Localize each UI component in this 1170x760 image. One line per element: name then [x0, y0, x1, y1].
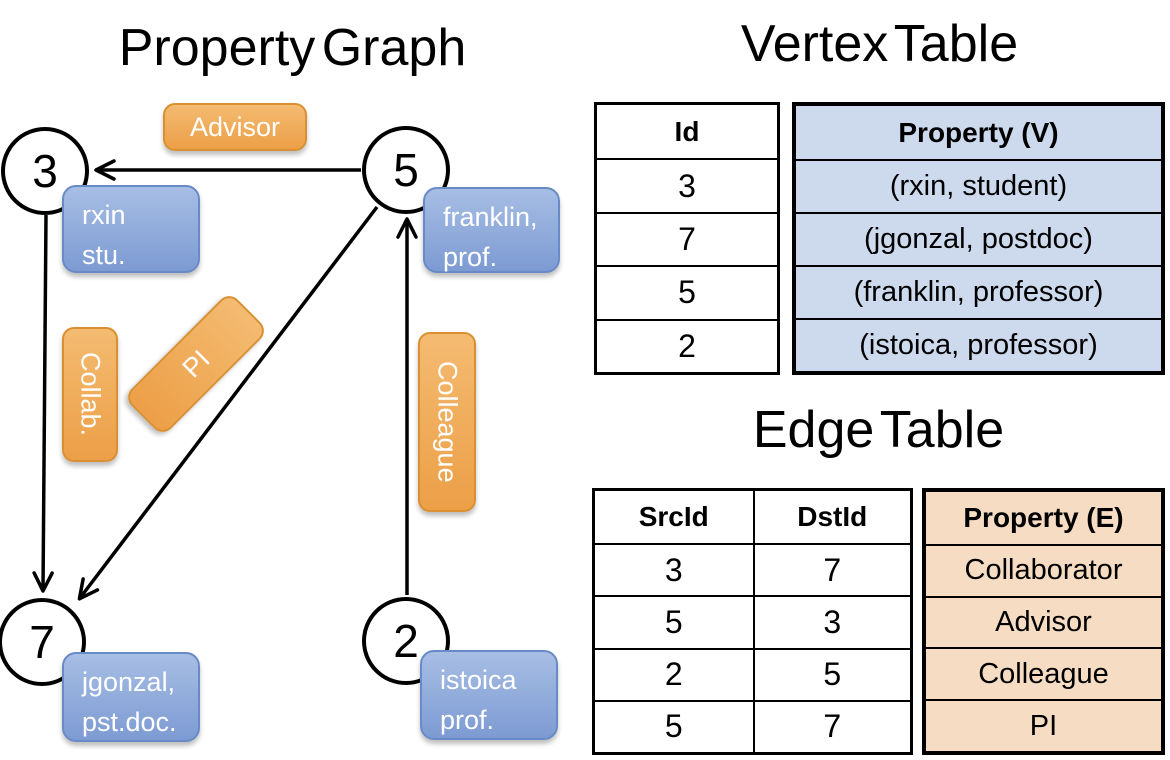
edge-table-srcid-header: SrcId — [638, 501, 709, 533]
edge-label-collab: Collab. — [62, 327, 118, 462]
vertex-table-property-cell: (franklin, professor) — [796, 265, 1161, 318]
edge-table-property-cell: Collaborator — [926, 543, 1161, 596]
vertex-property-box-jgonzal: jgonzal, pst.doc. — [62, 652, 200, 742]
vertex-property-line: jgonzal, — [82, 667, 176, 697]
vertex-table-id-cell: 7 — [597, 211, 777, 265]
edge-table-srcid-cell: 2 — [595, 647, 753, 700]
vertex-property-line: pst.doc. — [82, 707, 177, 737]
edge-table-title: Edge Table — [752, 401, 1005, 459]
property-graph-title: Property Graph — [118, 19, 467, 77]
vertex-node-2: 2 — [362, 597, 450, 685]
edge-label-text: Collab. — [75, 352, 106, 437]
graph-edges-svg — [32, 159, 418, 601]
edge-table-property-cell: PI — [926, 699, 1161, 751]
vertex-property-box-rxin: rxin stu. — [62, 185, 200, 273]
vertex-table-title: Vertex Table — [740, 15, 1019, 73]
vertex-node-7-id: 7 — [29, 616, 55, 668]
vertex-node-5: 5 — [362, 126, 450, 214]
vertex-table-property-column: Property (V) (rxin, student) (jgonzal, p… — [792, 102, 1165, 375]
vertex-property-line: stu. — [82, 240, 126, 270]
vertex-property-line: rxin — [82, 200, 126, 230]
vertex-property-line: prof. — [440, 705, 495, 735]
edge-label-text: Colleague — [432, 361, 463, 483]
edge-table-property-column: Property (E) Collaborator Advisor Collea… — [922, 488, 1165, 755]
vertex-node-3-id: 3 — [32, 145, 58, 197]
edge-label-text: Advisor — [189, 111, 281, 142]
edge-table-dstid-cell: 5 — [752, 647, 910, 700]
vertex-table-id-header: Id — [674, 115, 700, 147]
edge-line-pi-5-to-7 — [77, 205, 379, 601]
edge-table-dstid-cell: 7 — [752, 699, 910, 752]
edge-table-srcid-cell: 5 — [595, 595, 753, 647]
vertex-table-id-column: Id 3 7 5 2 — [594, 102, 780, 375]
edge-table-property-cell: Colleague — [926, 647, 1161, 699]
vertex-table-id-cell: 5 — [597, 265, 777, 318]
vertex-property-line: istoica — [440, 665, 517, 695]
edge-table-dstid-cell: 7 — [752, 543, 910, 596]
edge-label-text: PI — [176, 344, 216, 384]
vertex-node-2-id: 2 — [393, 615, 419, 667]
edge-label-colleague: Colleague — [418, 332, 476, 512]
edge-table-id-columns: SrcId DstId 3 7 5 3 2 5 5 7 — [592, 488, 913, 755]
edge-table-property-cell: Advisor — [926, 595, 1161, 648]
edge-table-srcid-cell: 3 — [595, 543, 753, 595]
edge-table-property-header: Property (E) — [963, 501, 1124, 533]
edge-label-advisor: Advisor — [163, 103, 307, 151]
vertex-table-property-cell: (istoica, professor) — [796, 318, 1161, 371]
vertex-property-line: prof. — [443, 242, 498, 272]
vertex-property-box-franklin: franklin, prof. — [423, 187, 560, 273]
edge-line-collab-3-to-7 — [32, 214, 54, 593]
vertex-table-property-cell: (rxin, student) — [796, 159, 1161, 212]
edge-table-dstid-cell: 3 — [752, 595, 910, 648]
vertex-table-id-cell: 2 — [597, 318, 777, 372]
vertex-table-property-header: Property (V) — [898, 116, 1059, 148]
vertex-table-property-cell: (jgonzal, postdoc) — [796, 212, 1161, 265]
edge-table-srcid-cell: 5 — [595, 699, 753, 752]
edge-table-dstid-header: DstId — [752, 491, 911, 544]
vertex-property-line: franklin, — [443, 202, 538, 232]
vertex-node-5-id: 5 — [393, 144, 419, 196]
vertex-property-box-istoica: istoica prof. — [420, 650, 558, 740]
vertex-table-id-cell: 3 — [597, 158, 777, 211]
